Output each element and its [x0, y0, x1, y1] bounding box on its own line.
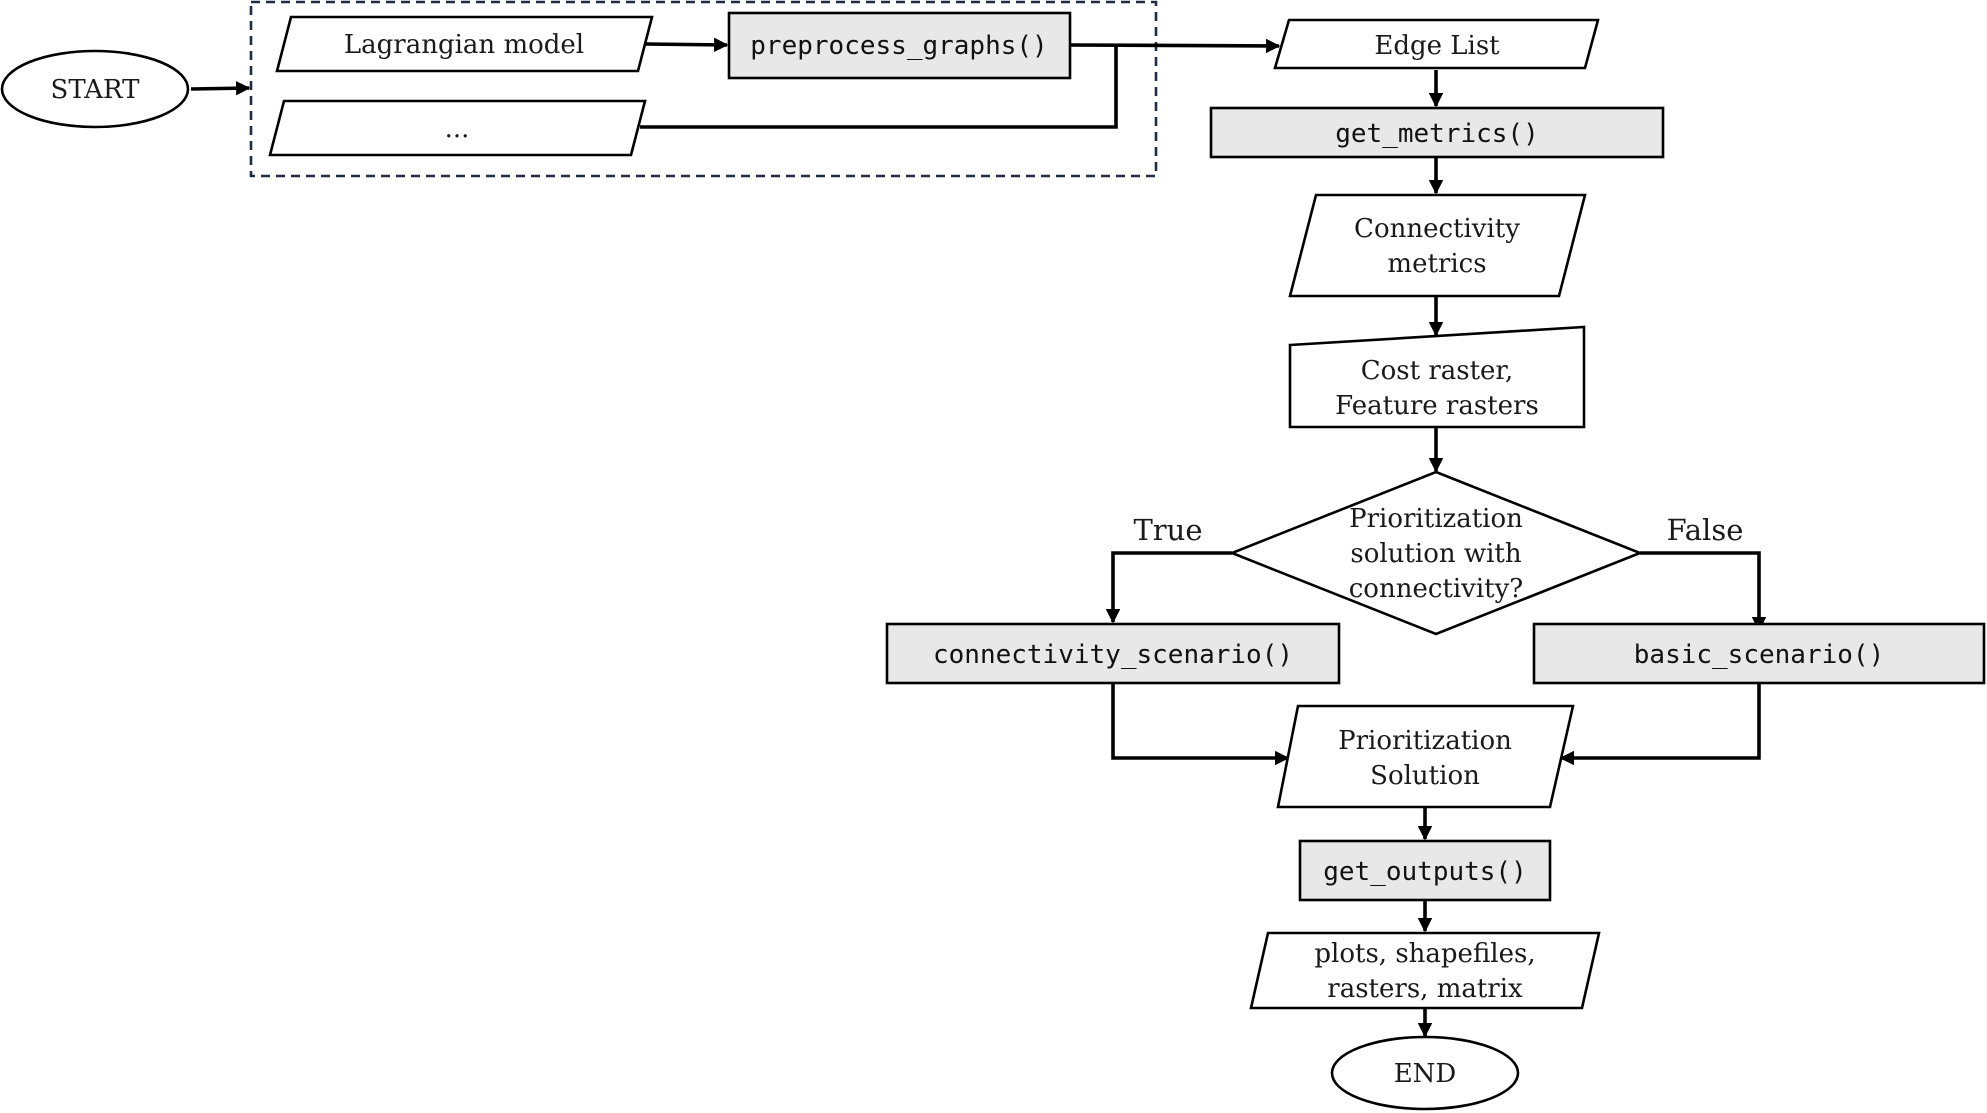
edge-preprocess-to-edgelist — [1070, 38, 1281, 54]
lagrangian-model-label: Lagrangian model — [344, 30, 584, 60]
edge-start-to-group — [190, 81, 251, 96]
lagrangian-model-node: Lagrangian model — [275, 15, 654, 73]
start-label: START — [51, 75, 141, 105]
outputs-node: plots, shapefiles, rasters, matrix — [1249, 931, 1601, 1010]
edge-decision-false — [1640, 551, 1767, 632]
branch-true-label: True — [1133, 513, 1202, 547]
decision-line-1: Prioritization — [1349, 504, 1523, 534]
rasters-input-line-1: Cost raster, — [1361, 356, 1514, 386]
get-outputs-node: get_outputs() — [1298, 839, 1552, 902]
connectivity-scenario-label: connectivity_scenario() — [933, 640, 1293, 670]
decision-node: Prioritization solution with connectivit… — [1228, 470, 1644, 636]
preprocess-graphs-node: preprocess_graphs() — [727, 11, 1072, 80]
outputs-line-1: plots, shapefiles, — [1314, 939, 1535, 969]
connectivity-scenario-node: connectivity_scenario() — [885, 622, 1341, 685]
rasters-input-node: Cost raster, Feature rasters — [1288, 325, 1586, 429]
start-node: START — [0, 49, 190, 129]
basic-scenario-node: basic_scenario() — [1532, 622, 1986, 685]
end-node: END — [1330, 1035, 1520, 1111]
get-metrics-label: get_metrics() — [1335, 119, 1539, 149]
outputs-line-2: rasters, matrix — [1327, 974, 1523, 1004]
edge-list-node: Edge List — [1273, 18, 1600, 70]
preprocess-graphs-label: preprocess_graphs() — [750, 31, 1047, 61]
rasters-input-line-2: Feature rasters — [1335, 391, 1539, 421]
edge-decision-true — [1105, 551, 1232, 624]
edge-basicscenario-to-solution — [1559, 683, 1761, 766]
other-model-label: ... — [445, 114, 470, 144]
end-label: END — [1394, 1059, 1457, 1089]
edge-connscenario-to-solution — [1111, 683, 1290, 766]
edge-lagrangian-to-preprocess — [645, 37, 729, 53]
edges — [190, 37, 1767, 1038]
basic-scenario-label: basic_scenario() — [1634, 640, 1884, 670]
decision-line-2: solution with — [1350, 539, 1522, 569]
connectivity-metrics-line-2: metrics — [1387, 249, 1486, 279]
edge-list-label: Edge List — [1374, 31, 1500, 61]
get-metrics-node: get_metrics() — [1209, 106, 1665, 159]
edge-other-model-merge — [640, 46, 1118, 129]
other-model-node: ... — [268, 99, 647, 157]
decision-line-3: connectivity? — [1349, 574, 1524, 604]
connectivity-metrics-line-1: Connectivity — [1354, 214, 1520, 244]
prioritization-solution-node: Prioritization Solution — [1276, 704, 1575, 809]
get-outputs-label: get_outputs() — [1323, 857, 1527, 887]
branch-false-label: False — [1667, 513, 1744, 547]
connectivity-metrics-node: Connectivity metrics — [1288, 193, 1587, 298]
prioritization-solution-line-1: Prioritization — [1338, 726, 1512, 756]
input-models-group — [249, 0, 1158, 178]
prioritization-solution-line-2: Solution — [1370, 761, 1480, 791]
